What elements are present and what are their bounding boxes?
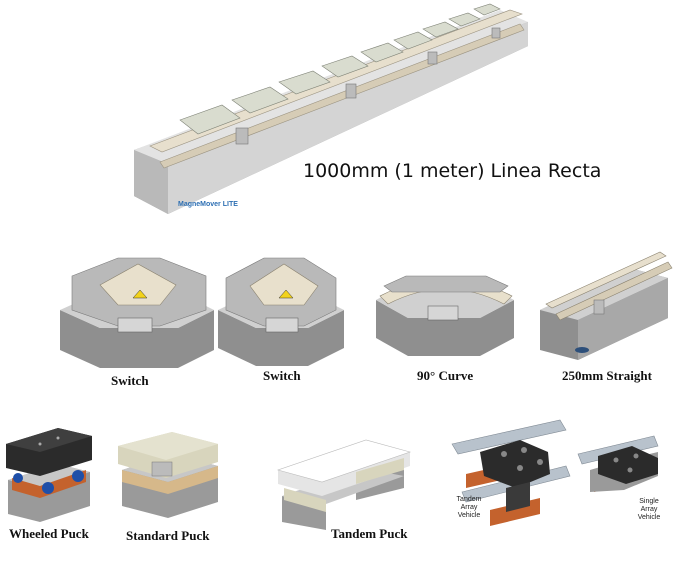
module-label-curve: 90° Curve — [417, 368, 474, 383]
module-label-straight: 250mm Straight — [562, 368, 652, 383]
vehicle-label-tandem: Tandem Array Vehicle — [456, 496, 482, 519]
puck-label-tandem: Tandem Puck — [331, 526, 408, 541]
brand-logo: MagneMover LITE — [178, 201, 238, 208]
module-label-switch-1: Switch — [111, 373, 149, 388]
puck-label-standard: Standard Puck — [126, 528, 210, 543]
puck-label-wheeled: Wheeled Puck — [9, 526, 89, 541]
vehicle-label-single: Single Array Vehicle — [637, 498, 661, 521]
headline: 1000mm (1 meter) Linea Recta — [303, 160, 602, 182]
module-label-switch-2: Switch — [263, 368, 301, 383]
